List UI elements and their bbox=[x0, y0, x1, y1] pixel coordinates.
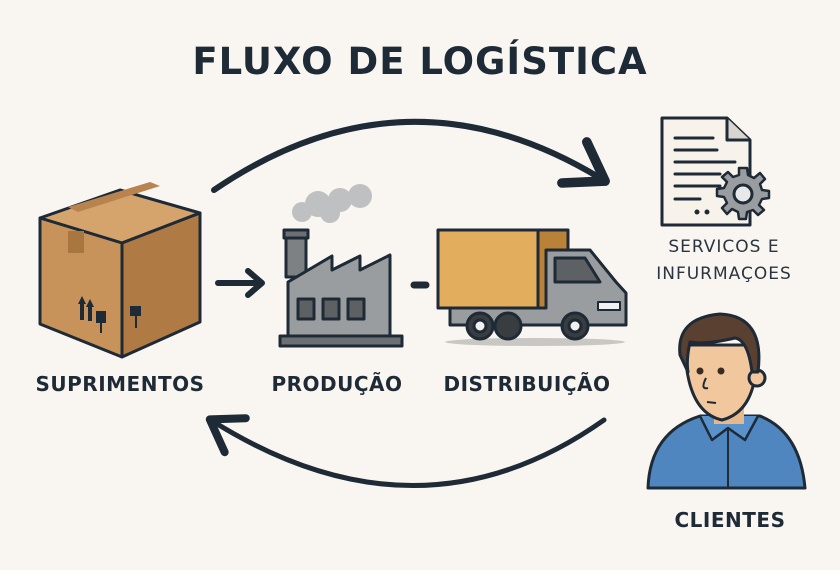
smoke-icon bbox=[292, 184, 372, 223]
gear-icon bbox=[715, 166, 771, 221]
diagram-title: FLUXO DE LOGÍSTICA bbox=[192, 40, 648, 83]
arrow-supplies-to-production bbox=[215, 268, 265, 298]
node-label-services-line1: SERVICOS E bbox=[668, 237, 780, 257]
node-label-production: PRODUÇÃO bbox=[271, 372, 403, 396]
cardboard-box-icon bbox=[38, 182, 202, 359]
node-label-clients: CLIENTES bbox=[674, 508, 786, 532]
document-gear-icon bbox=[660, 116, 771, 227]
flow-arrow-top bbox=[211, 118, 610, 193]
person-icon bbox=[646, 312, 807, 490]
node-label-distribution: DISTRIBUIÇÃO bbox=[443, 372, 611, 396]
node-label-services: SERVICOS E INFURMAÇOES bbox=[636, 234, 812, 288]
node-label-supplies: SUPRIMENTOS bbox=[35, 372, 205, 396]
delivery-truck-icon bbox=[436, 228, 628, 346]
flow-arrow-bottom bbox=[205, 414, 607, 488]
node-label-services-line2: INFURMAÇOES bbox=[656, 264, 792, 284]
factory-icon bbox=[278, 184, 404, 348]
